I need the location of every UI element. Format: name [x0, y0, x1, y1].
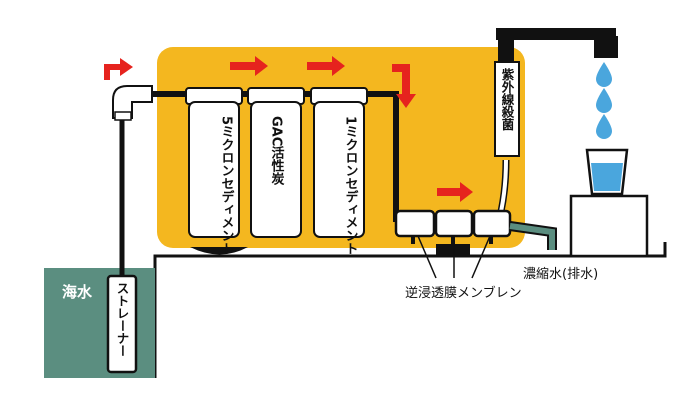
uv-sterilizer: [494, 61, 520, 157]
strainer-label: ストレーナー: [115, 282, 130, 357]
drain-pipe: [509, 223, 555, 250]
flow-arrow-icon: [230, 56, 268, 76]
seawater-label: 海水: [62, 283, 93, 301]
water-glass-icon: [585, 148, 629, 196]
flow-arrow-icon: [392, 64, 416, 108]
inlet-elbow: [112, 85, 153, 119]
filter-gac-label: GAC活性炭: [269, 116, 285, 187]
filter-1micron: 1ミクロンセディメント: [310, 87, 368, 255]
concentrate-label: 濃縮水(排水): [523, 266, 598, 282]
housing-foot: [190, 247, 248, 255]
filter-5micron-label: 5ミクロンセディメント: [219, 116, 235, 255]
glass-stand: [569, 194, 649, 258]
ground-line: [153, 242, 667, 378]
uv-sterilizer-label: 紫外線殺菌: [500, 67, 515, 131]
flow-arrow-icon: [104, 58, 133, 80]
filter-5micron: 5ミクロンセディメント: [185, 87, 243, 255]
water-drop-icon: [596, 88, 612, 113]
water-drop-icon: [596, 62, 612, 87]
membrane-leader-lines: [417, 235, 491, 279]
inlet-coupler: [114, 111, 132, 121]
filter-1micron-label: 1ミクロンセディメント: [343, 116, 359, 255]
water-drop-icon: [596, 114, 612, 139]
flow-arrow-icon: [437, 182, 473, 202]
ro-membranes: [394, 209, 512, 256]
seawater-tank: [44, 268, 155, 378]
flow-arrow-icon: [307, 56, 345, 76]
faucet-icon: [496, 28, 618, 62]
membrane-label: 逆浸透膜メンブレン: [405, 285, 522, 301]
filter-gac: GAC活性炭: [247, 87, 305, 238]
